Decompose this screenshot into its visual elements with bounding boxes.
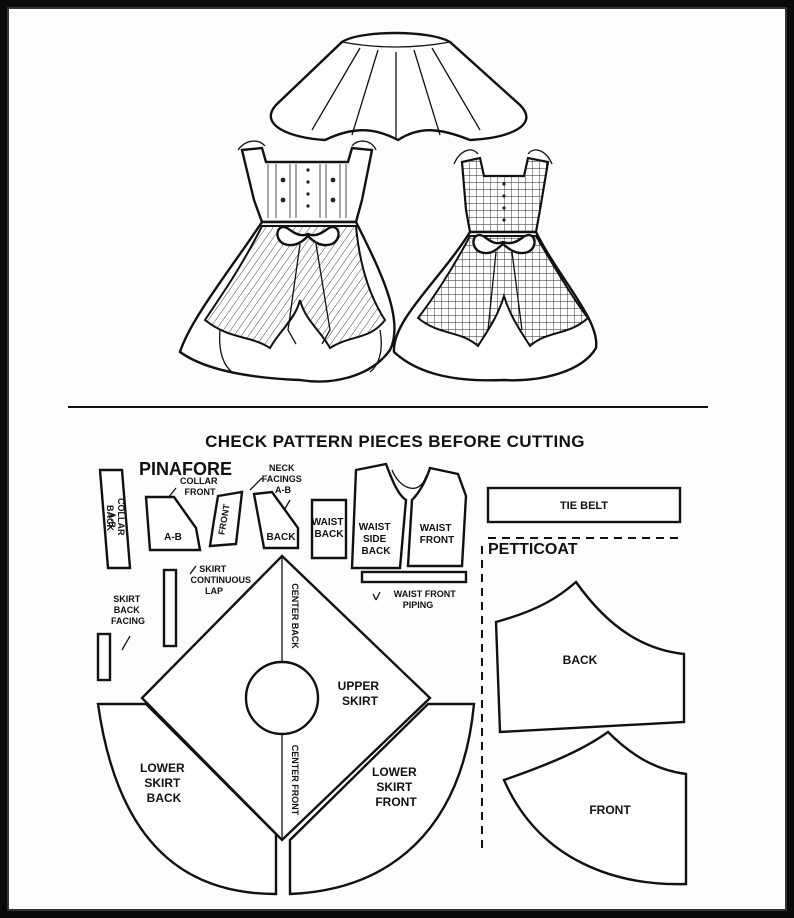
tie-belt-piece: TIE BELT xyxy=(486,486,682,524)
ab-label: A-B xyxy=(164,532,182,543)
front-facing-piece: FRONT xyxy=(208,490,244,548)
waist-circle xyxy=(244,660,320,736)
skirt-continuous-lap-piece: SKIRT CONTINUOUS LAP xyxy=(162,564,253,648)
waist-back-piece: WAIST BACK xyxy=(310,498,348,560)
back-small-label: BACK xyxy=(267,532,297,543)
svg-text:A-B: A-B xyxy=(107,512,117,528)
waist-back-label: WAIST BACK xyxy=(312,517,346,540)
waist-side-back-piece: WAIST SIDE BACK xyxy=(350,462,408,570)
collar-back-label: COLLAR xyxy=(116,498,126,536)
collar-back-piece: COLLAR BACK A-B xyxy=(98,468,132,570)
petticoat-back-label: BACK xyxy=(563,653,598,667)
waist-front-piping-label: WAIST FRONT PIPING xyxy=(394,589,459,610)
lower-skirt-front-label: LOWER SKIRT FRONT xyxy=(372,765,420,809)
pattern-sheet xyxy=(7,7,787,911)
svg-text:COLLAR BACK: COLLAR BACK xyxy=(105,498,126,538)
lower-skirt-back-label: LOWER SKIRT BACK xyxy=(140,761,188,805)
petticoat-back-piece: BACK xyxy=(494,580,686,734)
skirt-back-facing-piece: SKIRT BACK FACING xyxy=(96,594,145,682)
waist-front-piece: WAIST FRONT xyxy=(406,466,468,568)
neck-facings-label: NECK FACINGS A-B xyxy=(262,463,305,495)
collar-front-piece: A-B COLLAR FRONT xyxy=(144,476,220,552)
petticoat-section-title: PETTICOAT xyxy=(488,541,578,558)
neck-facings-piece: NECK FACINGS A-B BACK xyxy=(249,463,305,550)
collar-front-label: COLLAR FRONT xyxy=(180,476,220,497)
lower-skirt-back-piece: LOWER SKIRT BACK xyxy=(96,702,278,896)
neckline-curve xyxy=(391,469,427,489)
tie-belt-label: TIE BELT xyxy=(560,500,608,512)
pinafore-dress-right-illustration xyxy=(392,149,598,382)
petticoat-front-label: FRONT xyxy=(589,803,631,817)
pinafore-dress-left-illustration xyxy=(178,140,396,383)
lower-skirt-front-piece: LOWER SKIRT FRONT xyxy=(288,702,476,896)
petticoat-dashed-border xyxy=(481,537,682,852)
skirt-back-facing-label: SKIRT BACK FACING xyxy=(111,594,145,626)
skirt-continuous-lap-label: SKIRT CONTINUOUS LAP xyxy=(190,564,253,596)
upper-skirt-piece: CENTER BACK CENTER FRONT UPPER SKIRT xyxy=(140,554,432,842)
center-back-label: CENTER BACK xyxy=(290,583,300,649)
pinafore-section-title: PINAFORE xyxy=(139,459,233,479)
waist-front-label: WAIST FRONT xyxy=(420,523,454,546)
pattern-heading: CHECK PATTERN PIECES BEFORE CUTTING xyxy=(205,432,585,451)
center-front-label: CENTER FRONT xyxy=(290,745,300,816)
upper-skirt-label: UPPER SKIRT xyxy=(338,679,383,708)
petticoat-front-piece: FRONT xyxy=(502,730,688,886)
waist-front-piping-piece: WAIST FRONT PIPING xyxy=(360,570,468,610)
waist-side-back-label: WAIST SIDE BACK xyxy=(359,522,393,557)
petticoat-illustration xyxy=(269,31,528,142)
